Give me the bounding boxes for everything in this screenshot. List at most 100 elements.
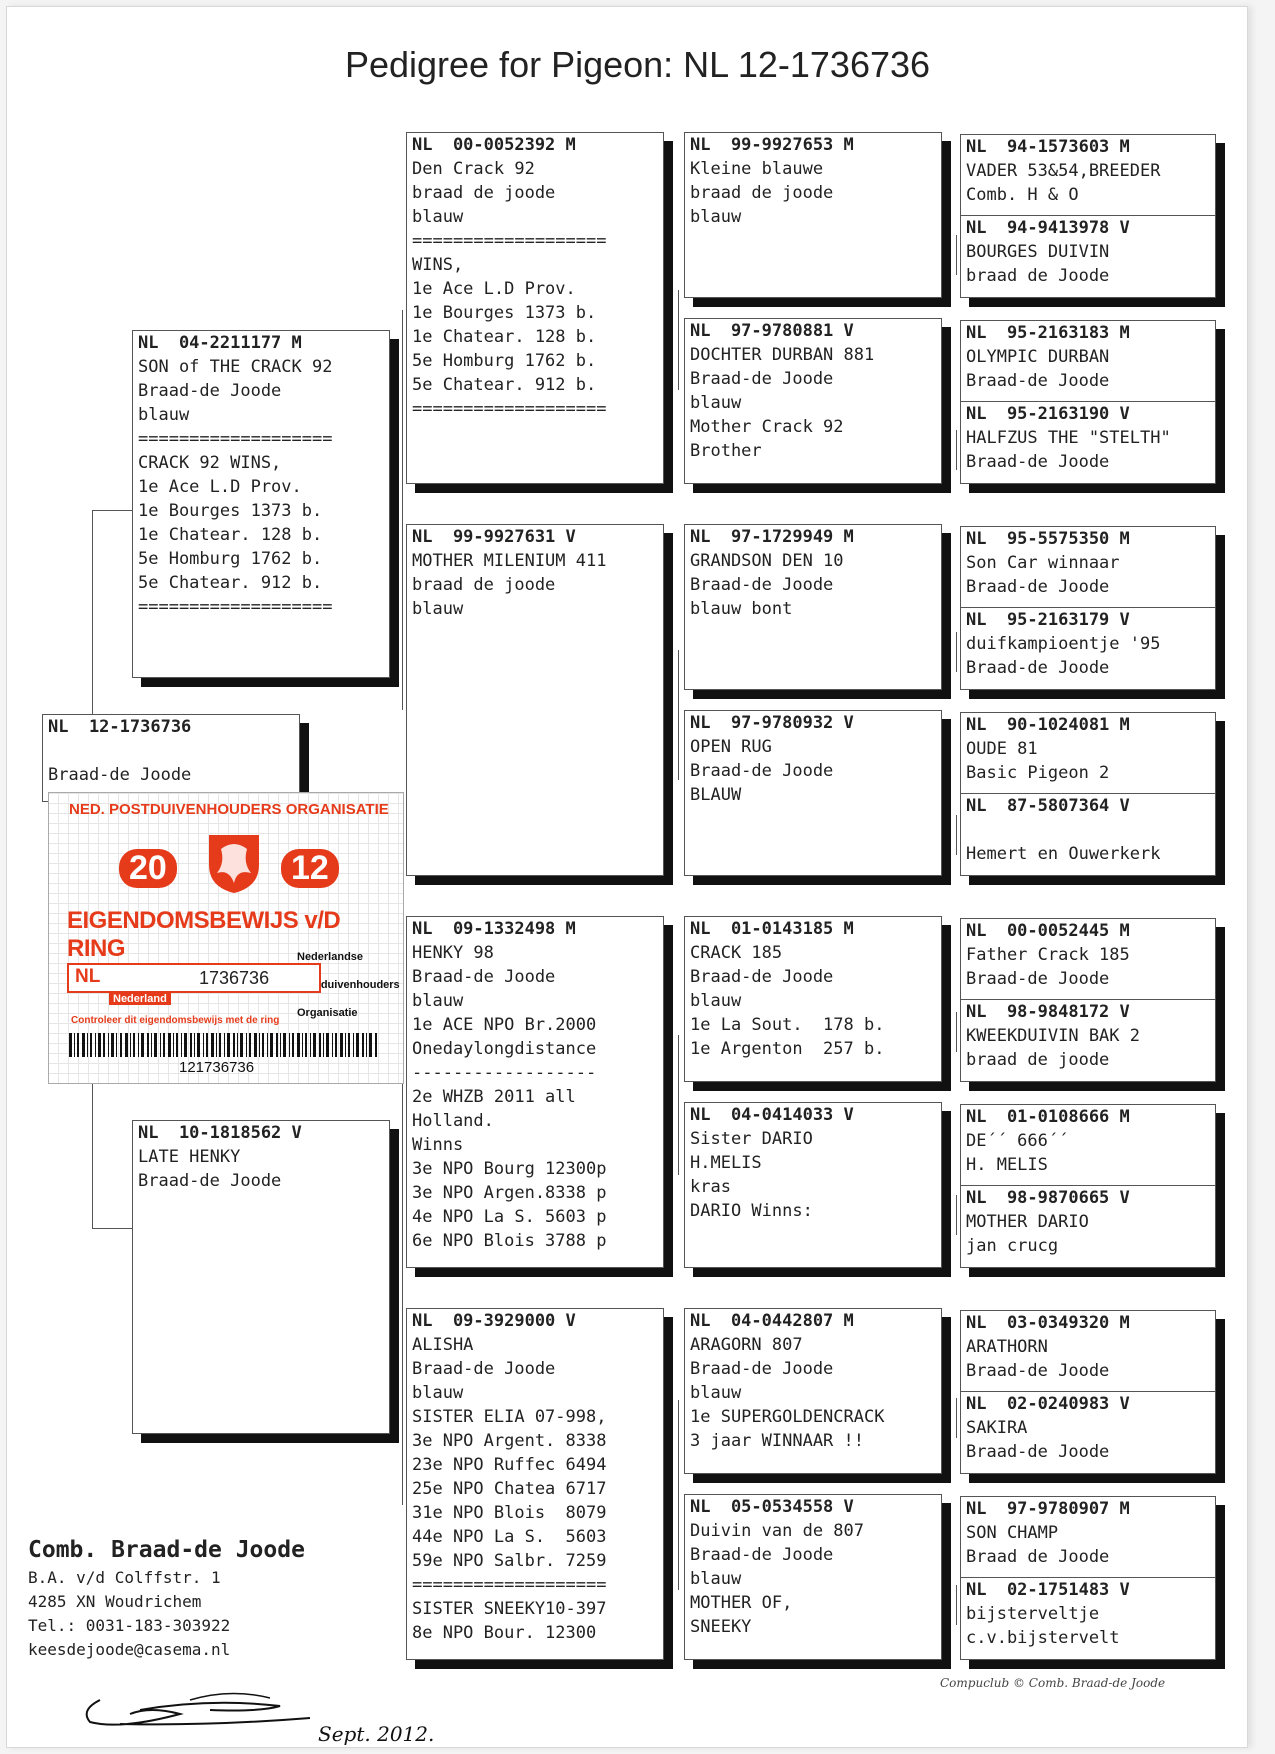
card-org-line: Postduivenhouders (297, 979, 400, 991)
gen4-divider: NL 02-1751483 V bijsterveltje c.v.bijste… (961, 1577, 1215, 1650)
bird-details: Father Crack 185 Braad-de Joode (966, 945, 1130, 989)
pedigree-box-gen3: NL 04-0414033 V Sister DARIO H.MELIS kra… (684, 1102, 942, 1268)
pedigree-box-gen4: NL 97-9780907 M SON CHAMP Braad de Joode… (960, 1496, 1216, 1660)
gen4-divider: NL 95-2163190 V HALFZUS THE "STELTH" Bra… (961, 401, 1215, 474)
ring-number: NL 87-5807364 V (966, 796, 1130, 816)
barcode-icon (69, 1033, 377, 1057)
pedigree-box-gen4: NL 90-1024081 M OUDE 81 Basic Pigeon 2 N… (960, 712, 1216, 876)
bird-details: Sister DARIO H.MELIS kras DARIO Winns: (690, 1129, 813, 1221)
bird-details: SON of THE CRACK 92 Braad-de Joode blauw… (138, 357, 333, 617)
barcode-number: 121736736 (179, 1059, 255, 1076)
card-org-line: Nederlandse (297, 951, 364, 963)
bird-details: Hemert en Ouwerkerk (966, 844, 1161, 864)
pedigree-box-gen3: NL 97-9780881 V DOCHTER DURBAN 881 Braad… (684, 318, 942, 484)
ring-number: NL 98-9848172 V (966, 1002, 1130, 1022)
ring-number: NL 10-1818562 V (138, 1123, 302, 1143)
bird-details: Son Car winnaar Braad-de Joode (966, 553, 1120, 597)
bird-details: OUDE 81 Basic Pigeon 2 (966, 739, 1110, 783)
ring-number: NL 95-2163190 V (966, 404, 1130, 424)
connector (402, 310, 403, 710)
ring-number: NL 99-9927631 V (412, 527, 576, 547)
bird-details: DOCHTER DURBAN 881 Braad-de Joode blauw … (690, 345, 875, 461)
bird-details: duifkampioentje '95 Braad-de Joode (966, 634, 1161, 678)
subject-box: NL 12-1736736 Braad-de Joode (42, 714, 300, 802)
pedigree-box-sire: NL 04-2211177 M SON of THE CRACK 92 Braa… (132, 330, 390, 678)
connector (956, 632, 957, 672)
ring-number: NL 97-9780932 V (690, 713, 854, 733)
gen4-divider: NL 98-9870665 V MOTHER DARIO jan crucg (961, 1185, 1215, 1258)
card-number-field: NL 1736736 (67, 963, 321, 993)
connector (956, 235, 957, 275)
connector (402, 1045, 403, 1505)
bird-details: ARATHORN Braad-de Joode (966, 1337, 1110, 1381)
address-line: 4285 XN Woudrichem (28, 1592, 202, 1611)
bird-details: SON CHAMP Braad de Joode (966, 1523, 1110, 1567)
connector (678, 290, 679, 390)
ring-number: NL 97-1729949 M (690, 527, 854, 547)
gen4-divider: NL 98-9848172 V KWEEKDUIVIN BAK 2 braad … (961, 999, 1215, 1072)
card-org-lines: Nederlandse Postduivenhouders Organisati… (297, 943, 400, 1027)
pedigree-box-gen4: NL 95-2163183 M OLYMPIC DURBAN Braad-de … (960, 320, 1216, 484)
ring-number: NL 95-5575350 M (966, 529, 1130, 549)
bird-details: BOURGES DUIVIN braad de Joode (966, 242, 1110, 286)
pedigree-box-gen4: NL 94-1573603 M VADER 53&54,BREEDER Comb… (960, 134, 1216, 298)
ring-number: NL 04-0414033 V (690, 1105, 854, 1125)
ring-ownership-card: NED. POSTDUIVENHOUDERS ORGANISATIE 20 12… (48, 792, 404, 1084)
bird-details: OLYMPIC DURBAN Braad-de Joode (966, 347, 1110, 391)
pedigree-box-gen4: NL 01-0108666 M DE´´ 666´´ H. MELIS NL 9… (960, 1104, 1216, 1268)
card-org: NED. POSTDUIVENHOUDERS ORGANISATIE (69, 801, 389, 818)
bird-details: bijsterveltje c.v.bijstervelt (966, 1604, 1120, 1648)
connector (956, 815, 957, 855)
connector (92, 510, 132, 511)
email-line: keesdejoode@casema.nl (28, 1640, 231, 1659)
bird-details: SAKIRA Braad-de Joode (966, 1418, 1110, 1462)
bird-details: MOTHER DARIO jan crucg (966, 1212, 1089, 1256)
ring-number: NL 97-9780907 M (966, 1499, 1130, 1519)
phone-line: Tel.: 0031-183-303922 (28, 1616, 231, 1635)
pedigree-box-gen3: NL 97-9780932 V OPEN RUG Braad-de Joode … (684, 710, 942, 876)
bird-details: Den Crack 92 braad de joode blauw ======… (412, 159, 607, 419)
card-year-left: 20 (119, 849, 177, 888)
pedigree-box-gen3: NL 05-0534558 V Duivin van de 807 Braad-… (684, 1494, 942, 1660)
ring-number: NL 01-0108666 M (966, 1107, 1130, 1127)
pedigree-box-gen3: NL 04-0442807 M ARAGORN 807 Braad-de Joo… (684, 1308, 942, 1474)
bird-details: OPEN RUG Braad-de Joode BLAUW (690, 737, 834, 805)
bird-details: KWEEKDUIVIN BAK 2 braad de joode (966, 1026, 1140, 1070)
ring-number: NL 01-0143185 M (690, 919, 854, 939)
software-credit: Compuclub © Comb. Braad-de Joode (940, 1676, 1166, 1690)
bird-details: ARAGORN 807 Braad-de Joode blauw 1e SUPE… (690, 1335, 885, 1451)
ring-number: NL 05-0534558 V (690, 1497, 854, 1517)
ring-number: NL 09-3929000 V (412, 1311, 576, 1331)
pedigree-box-gen2: NL 09-3929000 V ALISHA Braad-de Joode bl… (406, 1308, 664, 1660)
connector (956, 1195, 957, 1235)
card-org-line: Organisatie (297, 1007, 358, 1019)
subject-owner: Braad-de Joode (48, 765, 192, 785)
card-year-right: 12 (281, 849, 339, 888)
bird-details: ALISHA Braad-de Joode blauw SISTER ELIA … (412, 1335, 607, 1643)
connector (678, 650, 679, 780)
bird-details: HENKY 98 Braad-de Joode blauw 1e ACE NPO… (412, 943, 607, 1251)
ring-number: NL 95-2163179 V (966, 610, 1130, 630)
pedigree-box-gen4: NL 03-0349320 M ARATHORN Braad-de Joode … (960, 1310, 1216, 1474)
bird-details: LATE HENKY Braad-de Joode (138, 1147, 282, 1191)
bird-details: Kleine blauwe braad de joode blauw (690, 159, 834, 227)
date-note: Sept. 2012. (318, 1722, 435, 1746)
subject-ring: NL 12-1736736 (48, 717, 192, 737)
bird-details: DE´´ 666´´ H. MELIS (966, 1131, 1069, 1175)
ring-number: NL 94-9413978 V (966, 218, 1130, 238)
ring-number: NL 04-0442807 M (690, 1311, 854, 1331)
breeder-address: Comb. Braad-de Joode B.A. v/d Colffstr. … (28, 1534, 305, 1662)
card-country: Nederland (109, 993, 171, 1005)
bird-details: Duivin van de 807 Braad-de Joode blauw M… (690, 1521, 864, 1637)
ring-number: NL 97-9780881 V (690, 321, 854, 341)
gen4-divider: NL 87-5807364 V Hemert en Ouwerkerk (961, 793, 1215, 866)
ring-number: NL 02-0240983 V (966, 1394, 1130, 1414)
pedigree-box-gen3: NL 97-1729949 M GRANDSON DEN 10 Braad-de… (684, 524, 942, 690)
pedigree-box-gen3: NL 99-9927653 M Kleine blauwe braad de j… (684, 132, 942, 298)
signature-icon (85, 1692, 311, 1726)
bird-details: MOTHER MILENIUM 411 braad de joode blauw (412, 551, 607, 619)
card-number: 1736736 (199, 968, 270, 988)
connector (956, 1012, 957, 1052)
pedigree-box-gen4: NL 00-0052445 M Father Crack 185 Braad-d… (960, 918, 1216, 1082)
connector (956, 1398, 957, 1438)
